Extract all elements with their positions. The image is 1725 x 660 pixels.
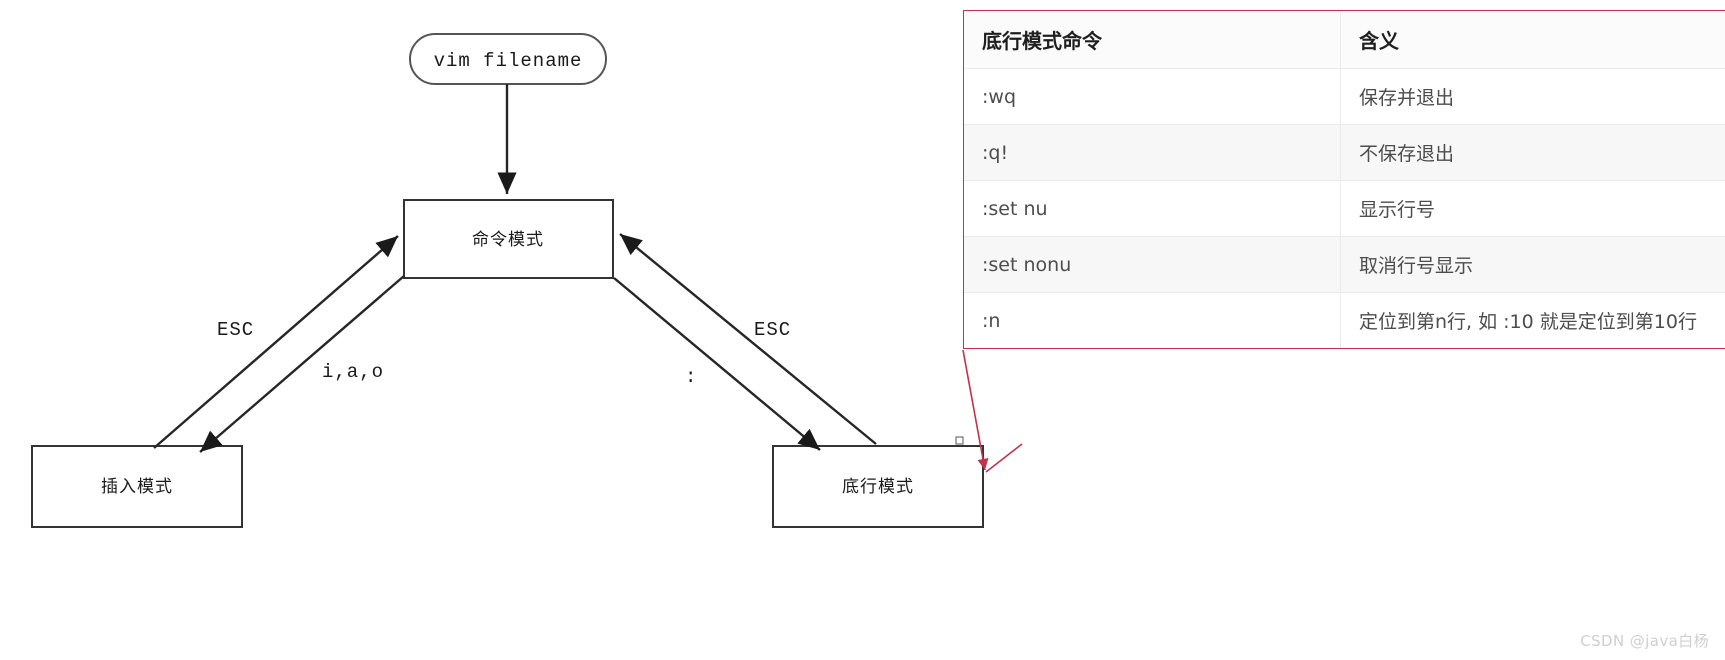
cell-meaning: 保存并退出 (1340, 68, 1725, 125)
annotation-arrow (955, 349, 1023, 473)
cell-command: :set nu (964, 180, 1341, 237)
node-lastline: 底行模式 (772, 445, 984, 528)
edge-label-iao: i,a,o (322, 361, 384, 383)
cell-meaning: 显示行号 (1340, 180, 1725, 237)
node-insert: 插入模式 (31, 445, 243, 528)
edge-label-colon: : (685, 366, 697, 388)
edge-command-to-lastline (613, 277, 821, 451)
lastline-command-table: 底行模式命令 含义 :wq 保存并退出 :q! 不保存退出 :set nu 显示… (963, 10, 1725, 349)
table-row: :wq 保存并退出 (964, 68, 1725, 125)
edge-label-esc-left: ESC (217, 319, 254, 341)
cell-meaning: 取消行号显示 (1340, 236, 1725, 293)
table-header-meaning: 含义 (1340, 11, 1725, 69)
edge-insert-to-command (153, 235, 399, 449)
table-row: :q! 不保存退出 (964, 124, 1725, 181)
node-start-label: vim filename (434, 50, 583, 72)
node-command-label: 命令模式 (472, 230, 544, 250)
cell-command: :q! (964, 124, 1341, 181)
command-table: 底行模式命令 含义 :wq 保存并退出 :q! 不保存退出 :set nu 显示… (964, 11, 1725, 348)
table-head: 底行模式命令 含义 (964, 11, 1725, 69)
node-lastline-label: 底行模式 (842, 477, 914, 497)
edge-lastline-to-command (619, 233, 877, 445)
cell-command: :n (964, 292, 1341, 348)
table-row: :n 定位到第n行, 如 :10 就是定位到第10行 (964, 292, 1725, 348)
cell-command: :set nonu (964, 236, 1341, 293)
edge-label-esc-right: ESC (754, 319, 791, 341)
node-command: 命令模式 (403, 199, 614, 279)
table-row: :set nonu 取消行号显示 (964, 236, 1725, 293)
cell-meaning: 不保存退出 (1340, 124, 1725, 181)
table-row: :set nu 显示行号 (964, 180, 1725, 237)
table-header-command: 底行模式命令 (964, 11, 1341, 69)
node-insert-label: 插入模式 (101, 477, 173, 497)
csdn-watermark: CSDN @java白杨 (1580, 632, 1709, 650)
table-header-row: 底行模式命令 含义 (964, 11, 1725, 69)
node-start: vim filename (409, 33, 607, 85)
cell-meaning: 定位到第n行, 如 :10 就是定位到第10行 (1359, 311, 1697, 333)
cell-command: :wq (964, 68, 1341, 125)
edge-command-to-insert (199, 275, 405, 453)
table-body: :wq 保存并退出 :q! 不保存退出 :set nu 显示行号 :set no… (964, 68, 1725, 348)
